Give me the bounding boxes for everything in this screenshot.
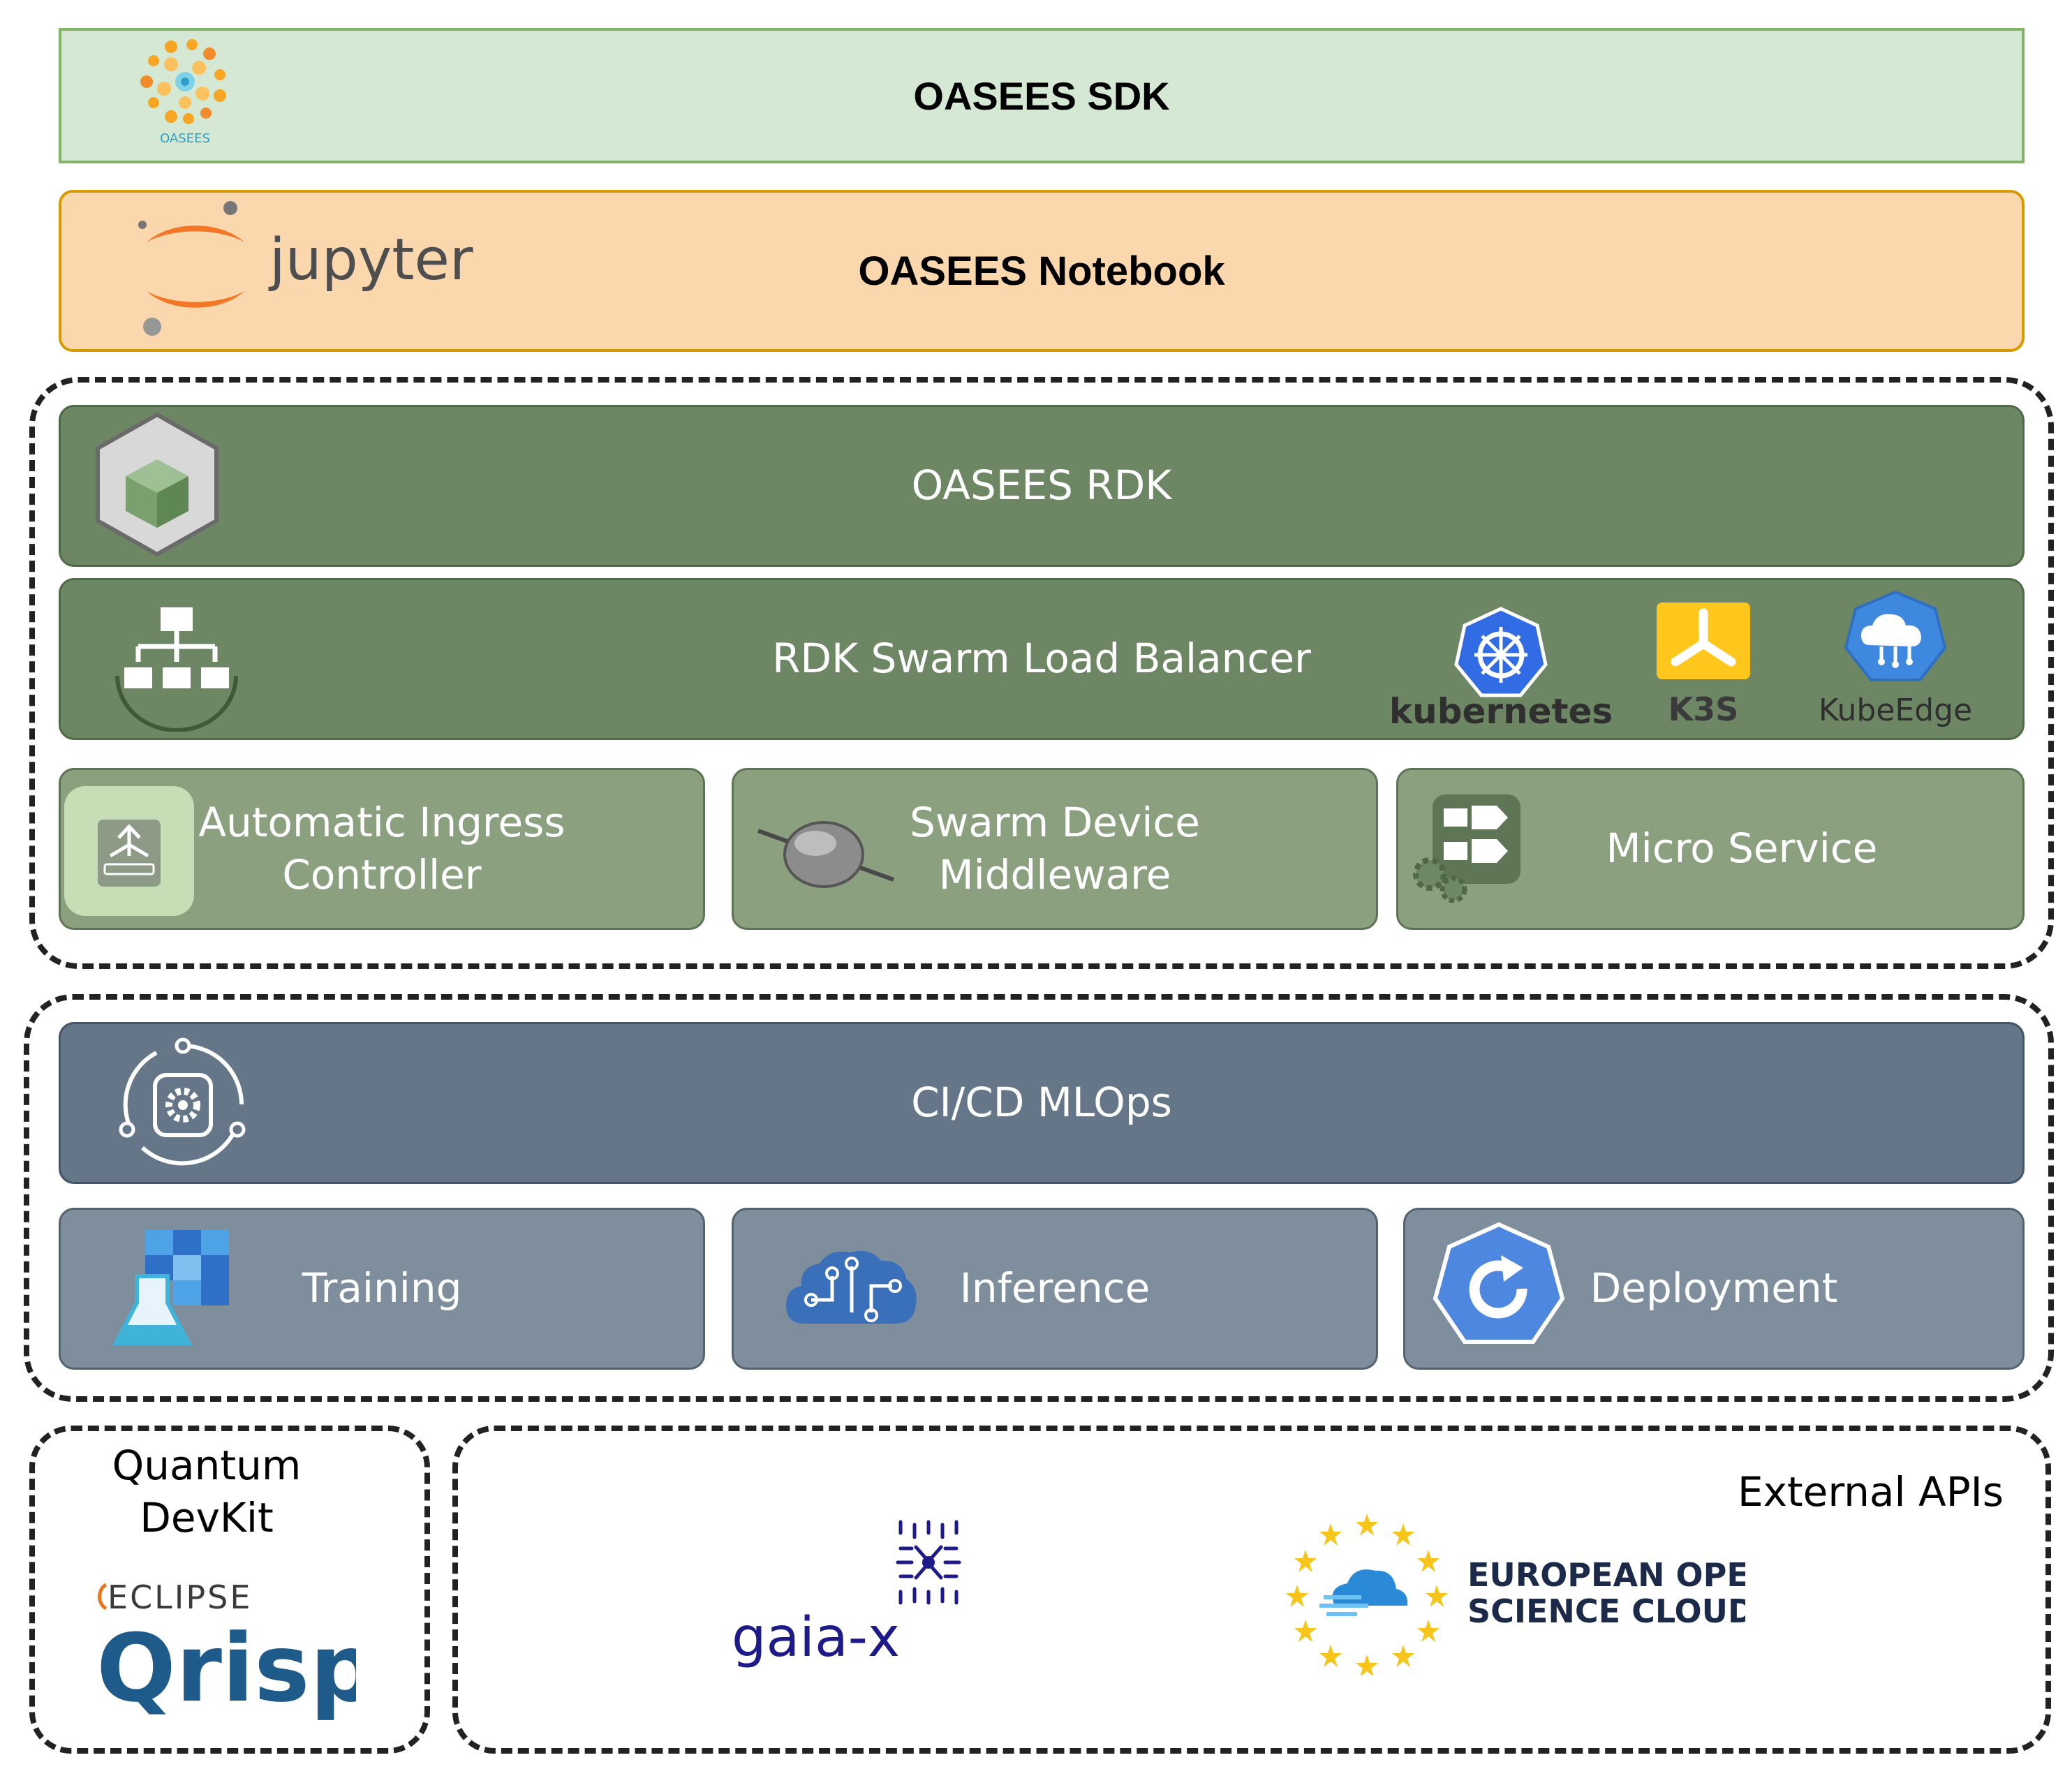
flask-icon xyxy=(110,1227,236,1350)
cicd-mlops-bar: CI/CD MLOps xyxy=(59,1022,2025,1184)
swarm-middleware-box: Swarm Device Middleware xyxy=(732,768,1378,930)
k3s-label: K3S xyxy=(1668,690,1739,728)
gaia-x-label: gaia-x xyxy=(732,1606,900,1669)
cube-icon xyxy=(92,410,222,558)
qrisp-brand-text: Qrisp xyxy=(96,1614,356,1723)
rdk-group-border xyxy=(29,377,2054,969)
eclipse-brand-text: ECLIPSE xyxy=(108,1578,252,1616)
kubernetes-label: kubernetes xyxy=(1389,691,1613,729)
deployment-label: Deployment xyxy=(1590,1264,1838,1312)
ingress-controller-label-line2: Controller xyxy=(282,851,482,898)
quantum-devkit-title-line2: DevKit xyxy=(140,1494,274,1542)
cicd-gear-cycle-icon xyxy=(114,1036,251,1173)
ingress-controller-box: Automatic Ingress Controller xyxy=(59,768,705,930)
k3s-logo-icon: K3S xyxy=(1655,600,1752,733)
oasees-notebook-bar: OASEES Notebook xyxy=(59,190,2025,352)
brain-circuit-icon xyxy=(783,1245,920,1332)
swarm-middleware-label-line2: Middleware xyxy=(938,851,1171,898)
load-balancer-title: RDK Swarm Load Balancer xyxy=(772,635,1311,683)
kubeedge-logo-icon: KubeEdge xyxy=(1801,586,1990,733)
oasees-sdk-bar: OASEES SDK xyxy=(59,28,2025,163)
quantum-devkit-title-line1: Quantum xyxy=(112,1442,302,1489)
oasees-sdk-title: OASEES SDK xyxy=(913,73,1170,118)
oasees-rdk-bar: OASEES RDK xyxy=(59,405,2025,567)
kubernetes-logo-icon: kubernetes xyxy=(1389,603,1613,732)
eosc-label-line2: SCIENCE CLOUD xyxy=(1467,1592,1745,1630)
quantum-devkit-border xyxy=(29,1426,430,1754)
oasees-logo-icon: OASEES xyxy=(133,36,237,148)
ingress-controller-label-line1: Automatic Ingress xyxy=(198,798,565,846)
oasees-logo-text: OASEES xyxy=(160,131,210,146)
gaia-x-logo-icon: gaia-x xyxy=(726,1508,1005,1675)
external-apis-title: External APIs xyxy=(1737,1468,2004,1516)
external-apis-border xyxy=(452,1426,2051,1754)
training-label: Training xyxy=(302,1264,462,1312)
microservice-icon xyxy=(1402,792,1525,906)
jupyter-logo-text: jupyter xyxy=(268,227,473,293)
inference-label: Inference xyxy=(959,1264,1150,1312)
qrisp-logo-icon: ECLIPSE Qrisp xyxy=(91,1571,377,1731)
oasees-rdk-title: OASEES RDK xyxy=(911,461,1172,510)
swarm-middleware-label-line1: Swarm Device xyxy=(910,798,1200,846)
oasees-notebook-title: OASEES Notebook xyxy=(858,248,1225,294)
satellite-device-icon xyxy=(754,810,901,894)
ingress-controller-icon xyxy=(61,783,197,919)
micro-service-label: Micro Service xyxy=(1606,824,1878,873)
cicd-mlops-title: CI/CD MLOps xyxy=(911,1079,1172,1127)
eosc-logo-icon: EUROPEAN OPEN SCIENCE CLOUD xyxy=(1285,1511,1775,1677)
mlops-group-border xyxy=(24,994,2054,1402)
eosc-label-line1: EUROPEAN OPEN xyxy=(1467,1556,1745,1594)
hierarchy-icon xyxy=(110,599,243,732)
kubeedge-label: KubeEdge xyxy=(1819,693,1972,728)
jupyter-logo-icon: jupyter xyxy=(133,197,496,343)
deployment-cycle-icon xyxy=(1431,1222,1567,1357)
